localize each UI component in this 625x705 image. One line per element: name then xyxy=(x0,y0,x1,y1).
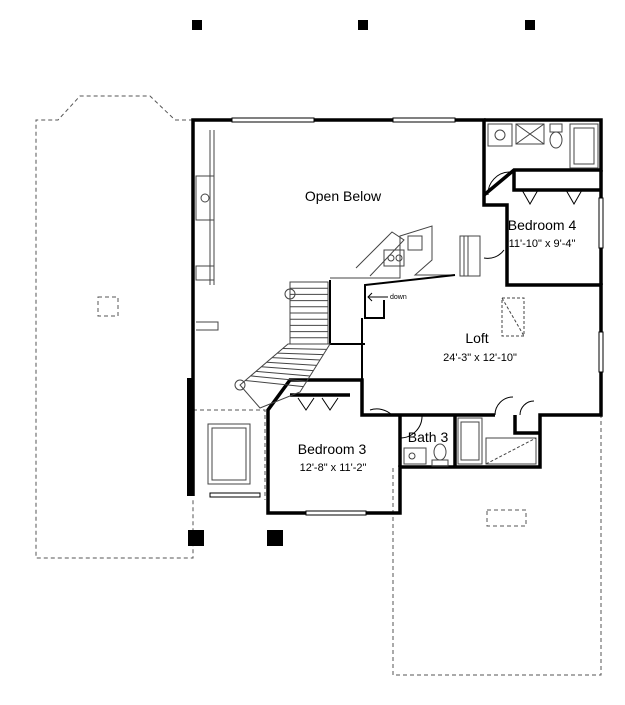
door-bed4-swing xyxy=(483,249,505,259)
stair-upper xyxy=(284,281,329,345)
bed4-closet-doors xyxy=(521,189,583,206)
room-label-loft: Loft xyxy=(465,330,488,346)
door-bath3-swing xyxy=(399,414,423,439)
columns xyxy=(188,20,535,546)
stair-tread xyxy=(250,375,307,382)
stair-tread xyxy=(245,379,304,388)
stair-tread xyxy=(277,352,324,356)
loft-railing xyxy=(330,225,481,279)
window-bed3 xyxy=(305,510,367,516)
shower-icon xyxy=(515,123,545,145)
windows xyxy=(209,117,604,516)
room-label-bath3: Bath 3 xyxy=(408,429,449,445)
doors xyxy=(297,171,583,439)
stair-tread xyxy=(261,366,314,372)
window-bed4 xyxy=(598,197,604,249)
bath3-vanity-icon xyxy=(403,447,427,465)
column-marker-right xyxy=(486,509,527,527)
column-top-3 xyxy=(525,20,535,30)
column-bottom-1 xyxy=(188,530,204,546)
bath4-fixtures xyxy=(487,123,599,169)
column-top-1 xyxy=(192,20,202,30)
column-top-2 xyxy=(358,20,368,30)
door-bath4-swing xyxy=(487,171,511,196)
stair-walls xyxy=(329,274,456,380)
right-wing-outline xyxy=(392,415,602,676)
window-porch xyxy=(209,492,261,498)
room-label-bedroom3: Bedroom 3 xyxy=(298,441,367,457)
room-dims-bedroom4: 11'-10" x 9'-4" xyxy=(509,238,576,250)
covered-porch-outline xyxy=(193,409,266,500)
walls xyxy=(191,118,603,515)
room-label-bedroom4: Bedroom 4 xyxy=(508,217,577,233)
fireplace-icon xyxy=(195,175,215,221)
door-linen-swing xyxy=(494,396,514,416)
closet-wall-bed4 xyxy=(512,170,601,192)
shower-box-icon xyxy=(485,437,537,465)
stair-tread xyxy=(271,357,321,361)
porch-rug xyxy=(207,423,251,485)
stair-down-label: down xyxy=(390,294,407,301)
door-hall-swing xyxy=(519,400,535,416)
bath3-fixtures xyxy=(403,417,537,467)
tub-icon xyxy=(569,123,599,169)
stair-lower xyxy=(234,343,331,409)
door-bed3-swing xyxy=(369,408,393,416)
window-top-left xyxy=(231,117,315,123)
window-top-right xyxy=(392,117,456,123)
room-dims-loft: 24'-3" x 12'-10" xyxy=(443,352,517,364)
room-dims-bedroom3: 12'-8" x 11'-2" xyxy=(300,462,367,474)
left-wing-outline xyxy=(35,95,194,559)
toilet-icon xyxy=(549,131,563,149)
room-labels: Open Below Bedroom 4 11'-10" x 9'-4" Lof… xyxy=(298,188,577,474)
skylight xyxy=(501,297,525,337)
stair-tread xyxy=(255,370,311,377)
lower-level-outline xyxy=(35,95,602,676)
stair-tread xyxy=(266,361,317,366)
bath4-wall xyxy=(482,118,603,197)
exterior-wall-main xyxy=(191,118,603,515)
bath3-toilet-icon xyxy=(433,443,447,461)
left-fixtures xyxy=(195,130,251,485)
linen-wall xyxy=(513,415,540,435)
vanity-icon xyxy=(487,123,513,147)
bath3-tub-icon xyxy=(457,417,483,465)
room-label-open-below: Open Below xyxy=(305,188,382,204)
column-bottom-2 xyxy=(267,530,283,546)
stair-down-arrow xyxy=(367,292,388,302)
kitchenette-sink-icon xyxy=(383,249,405,267)
stair-tread xyxy=(282,348,327,350)
window-loft xyxy=(598,331,604,373)
column-marker-left xyxy=(97,296,119,317)
bed3-closet-doors xyxy=(297,397,339,411)
